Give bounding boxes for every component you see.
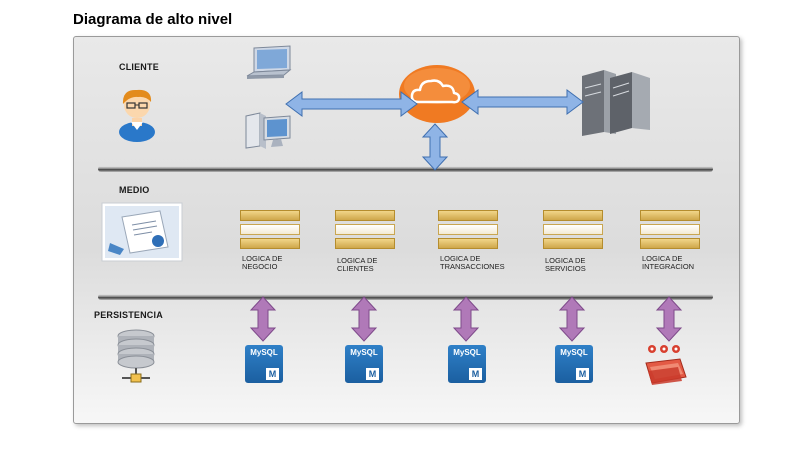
- component-stack-negocio: [240, 210, 300, 252]
- page-title: Diagrama de alto nivel: [73, 11, 233, 28]
- user-icon: [119, 89, 155, 142]
- section-label-cliente: CLIENTE: [119, 62, 159, 72]
- section-label-persistencia: PERSISTENCIA: [94, 310, 163, 320]
- desktop-icon: [245, 112, 291, 149]
- divider-medio-persistencia: [98, 294, 713, 300]
- laptop-icon: [246, 45, 292, 79]
- server-icon: [582, 70, 650, 136]
- cloud-icon: [399, 65, 475, 123]
- integration-icon: [645, 345, 687, 385]
- arrow-clientes-db: [350, 296, 378, 342]
- section-label-medio: MEDIO: [119, 185, 150, 195]
- document-icon: [101, 202, 183, 262]
- arrow-client-cloud: [285, 91, 418, 117]
- arrow-cloud-medio: [421, 123, 449, 171]
- arrow-integracion-external: [655, 296, 683, 342]
- arrow-transacciones-db: [452, 296, 480, 342]
- database-icon: [117, 329, 155, 383]
- divider-cliente-medio: [98, 166, 713, 172]
- component-stack-integracion: [640, 210, 700, 252]
- component-stack-servicios: [543, 210, 603, 252]
- arrow-servicios-db: [558, 296, 586, 342]
- component-stack-transacciones: [438, 210, 498, 252]
- arrow-cloud-server: [461, 89, 584, 115]
- component-stack-clientes: [335, 210, 395, 252]
- arrow-negocio-db: [249, 296, 277, 342]
